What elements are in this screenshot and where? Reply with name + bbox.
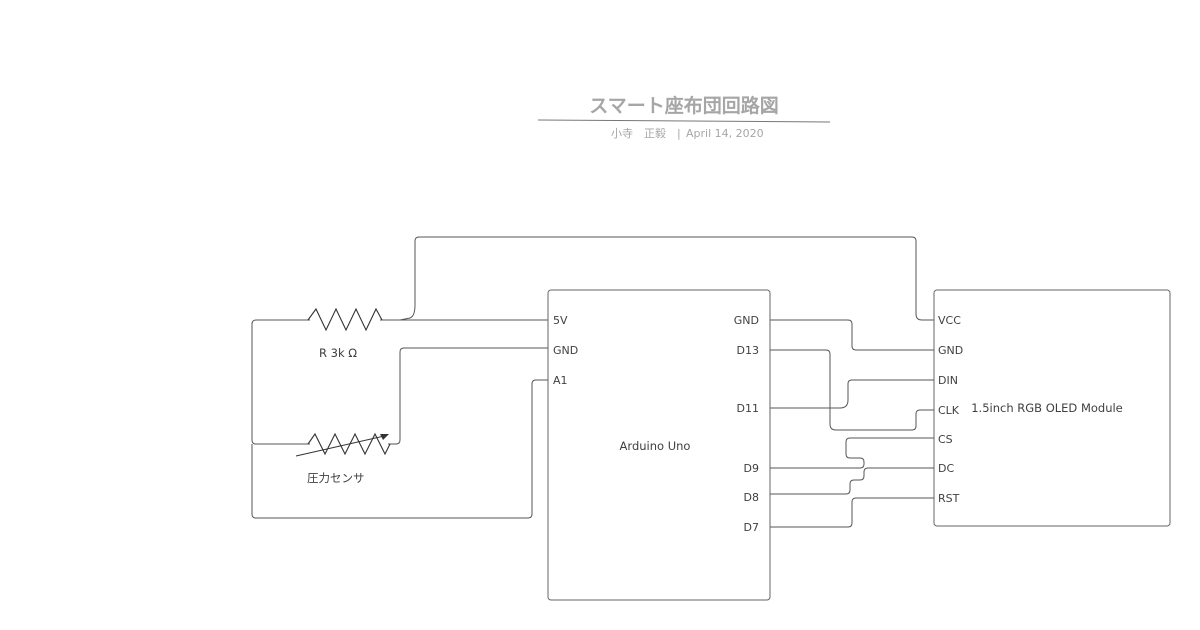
sensor-arrow-head (380, 434, 389, 440)
arduino-label: Arduino Uno (620, 439, 691, 453)
wire-d13-clk (770, 349, 934, 431)
sensor-arrow-line (295, 435, 385, 457)
arduino-pin-gnd-left: GND (553, 344, 578, 357)
oled-pin-vcc: VCC (938, 314, 961, 327)
oled-pin-din: DIN (938, 374, 958, 387)
sensor-label: 圧力センサ (307, 471, 365, 485)
oled-module: 1.5inch RGB OLED Module VCC GND DIN CLK … (933, 289, 1171, 527)
author-name: 小寺 正毅 (611, 126, 666, 140)
wire-gnd-oled (770, 319, 934, 351)
arduino-pin-d7: D7 (744, 521, 759, 534)
oled-pin-dc: DC (938, 462, 954, 475)
wire-d8-dc (770, 467, 934, 495)
oled-pin-rst: RST (938, 492, 960, 505)
diagram-date: April 14, 2020 (686, 127, 764, 140)
arduino-pin-d8: D8 (744, 491, 759, 504)
wires (251, 236, 934, 528)
wire-5v-vcc (399, 236, 934, 321)
wire-d11-din (770, 379, 934, 409)
wire-d9-cs (770, 437, 934, 469)
title-underline (537, 119, 831, 123)
wire-gnd-sensor (388, 347, 548, 445)
pressure-sensor: 圧力センサ (295, 432, 391, 485)
arduino-pin-d11: D11 (737, 402, 759, 415)
arduino-uno: Arduino Uno 5V GND A1 GND D13 D11 D9 D8 … (547, 289, 771, 601)
arduino-pin-a1: A1 (553, 374, 568, 387)
arduino-pin-d13: D13 (737, 344, 759, 357)
resistor-label: R 3k Ω (319, 346, 357, 360)
oled-box (933, 289, 1171, 527)
wire-d7-rst (770, 497, 934, 528)
arduino-pin-5v: 5V (553, 314, 568, 327)
wire-resistor-left (251, 319, 310, 445)
resistor-symbol (307, 307, 383, 332)
arduino-pin-gnd-right: GND (734, 314, 759, 327)
oled-pin-gnd: GND (938, 344, 963, 357)
arduino-pin-d9: D9 (744, 462, 759, 475)
header-separator: | (677, 127, 681, 140)
oled-label: 1.5inch RGB OLED Module (971, 401, 1123, 415)
oled-pin-cs: CS (938, 433, 953, 446)
diagram-title: スマート座布団回路図 (589, 94, 778, 117)
oled-pin-clk: CLK (938, 404, 960, 417)
arduino-box (547, 289, 771, 601)
wire-a1 (251, 379, 548, 519)
resistor: R 3k Ω (307, 307, 383, 360)
